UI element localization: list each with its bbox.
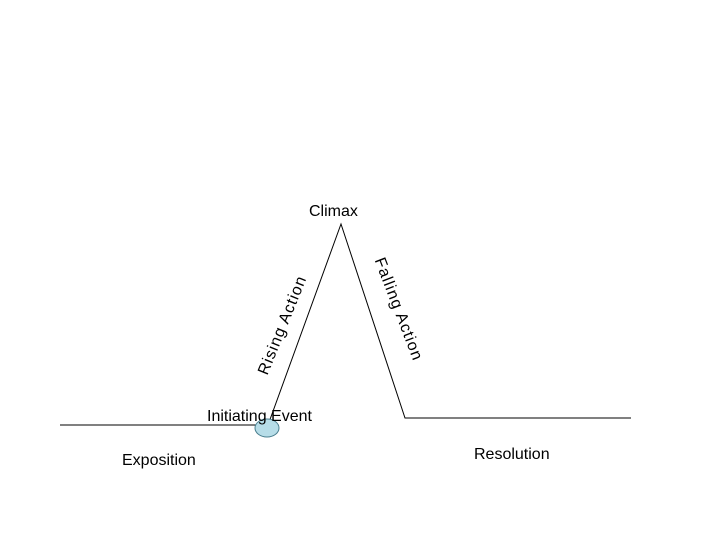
exposition-label: Exposition bbox=[122, 452, 196, 469]
resolution-label: Resolution bbox=[474, 446, 550, 463]
plot-line bbox=[60, 222, 631, 426]
initiating-event-marker bbox=[254, 418, 280, 438]
falling-action-label: Falling Action bbox=[371, 255, 426, 363]
rising-action-label: Rising Action bbox=[255, 273, 310, 377]
initiating-event-label: Initiating Event bbox=[207, 408, 313, 425]
climax-label: Climax bbox=[309, 203, 358, 220]
